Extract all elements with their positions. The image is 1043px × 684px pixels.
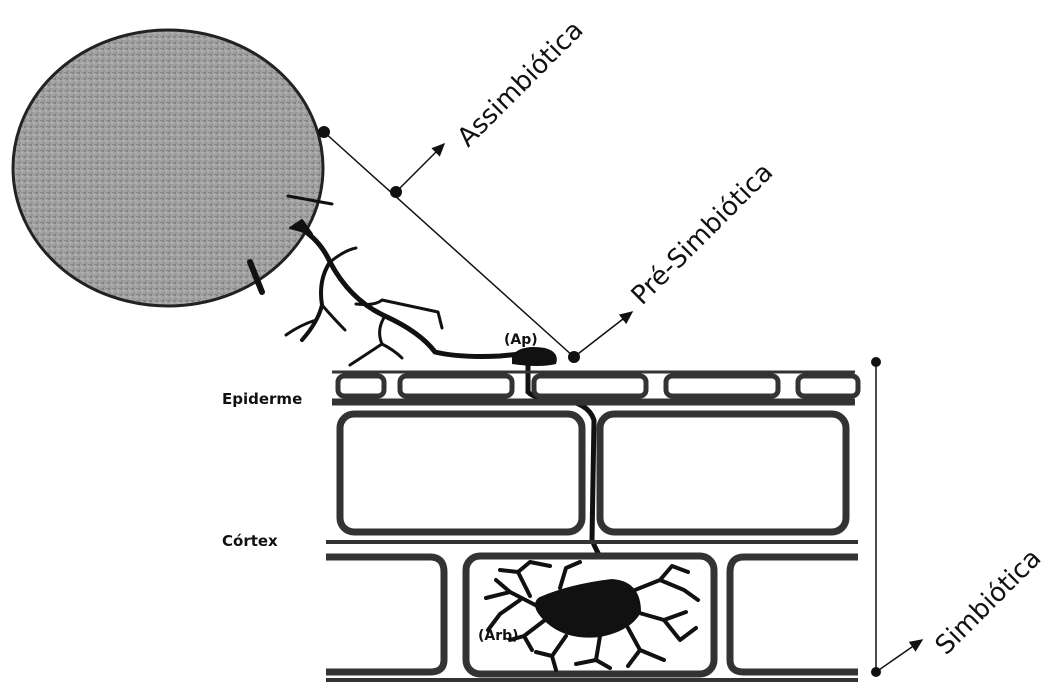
label-simbiotica: Simbiótica [930,543,1043,661]
label-epiderme: Epiderme [222,390,302,408]
appressorium [512,347,557,366]
range-point-top [871,357,881,367]
cortex-cell [730,557,858,672]
arrow-simbiotica [876,640,922,672]
label-cortex: Córtex [222,532,278,550]
label-assimbiotica: Assimbiótica [452,15,590,153]
cortex-cell [326,557,444,672]
label-arbuscule: (Arb) [478,628,519,644]
label-appressorium: (Ap) [504,332,538,348]
spore [13,30,323,306]
arrow-assimbiotica [396,144,444,192]
stage-axis [324,132,574,357]
arrow-pre-simbiotica [574,312,632,357]
cortex-cell [600,414,846,532]
epidermis-layer [332,372,858,402]
axis-point-start [318,126,330,138]
cortex-cell [340,414,582,532]
label-pre-simbiotica: Pré-Simbiótica [626,157,779,310]
